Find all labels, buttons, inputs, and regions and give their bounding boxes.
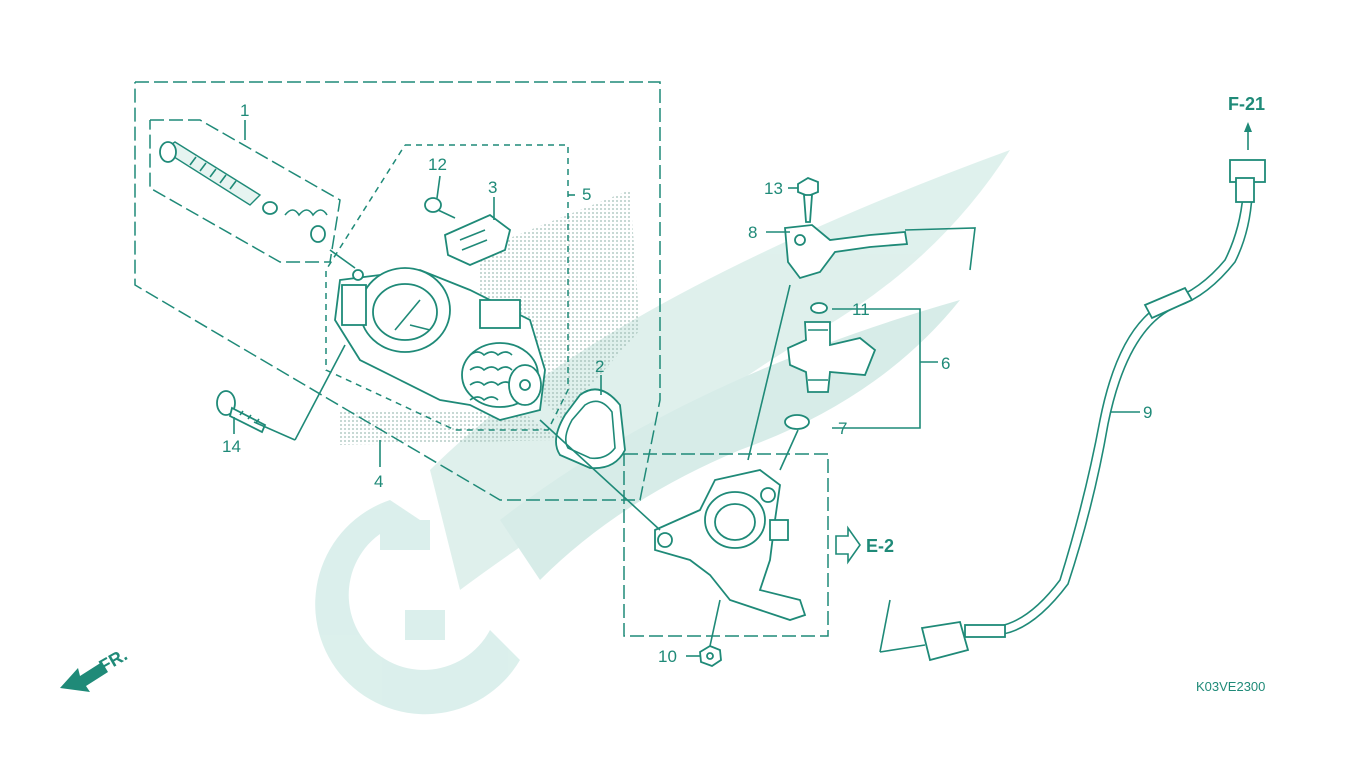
nut-10 xyxy=(699,644,722,668)
callout-11: 11 xyxy=(852,300,870,319)
diagram-code: K03VE2300 xyxy=(1196,679,1265,694)
leader-lines xyxy=(233,120,1252,657)
callout-8: 8 xyxy=(748,223,757,242)
seal-7 xyxy=(784,414,810,430)
callout-6: 6 xyxy=(941,354,950,373)
front-arrow-icon xyxy=(60,662,108,692)
bolt-14 xyxy=(216,390,267,434)
callout-12: 12 xyxy=(428,155,447,174)
fuel-pipe-8 xyxy=(784,224,909,280)
throttle-body xyxy=(334,267,546,421)
screw-12 xyxy=(424,197,456,219)
o-ring-11 xyxy=(810,302,828,314)
ref-top-label: F-21 xyxy=(1228,94,1265,114)
sub-harness-9 xyxy=(920,159,1266,662)
throttle-cable-bracket xyxy=(444,213,512,266)
callout-9: 9 xyxy=(1143,403,1152,422)
callout-2: 2 xyxy=(595,357,604,376)
group-box-5 xyxy=(325,144,569,431)
idle-screw-assembly xyxy=(159,141,328,243)
gasket-2 xyxy=(555,388,626,470)
group-box-1 xyxy=(149,119,341,263)
group-box-4 xyxy=(134,81,661,501)
callout-13: 13 xyxy=(764,179,783,198)
callout-1: 1 xyxy=(240,101,249,120)
callout-7: 7 xyxy=(838,419,847,438)
bolt-13 xyxy=(797,176,819,223)
ref-right-label: E-2 xyxy=(866,536,894,556)
callout-5: 5 xyxy=(582,185,591,204)
group-box-10 xyxy=(623,453,829,637)
callout-10: 10 xyxy=(658,647,677,666)
intake-manifold xyxy=(654,469,807,621)
callout-3: 3 xyxy=(488,178,497,197)
ref-arrow-icon xyxy=(835,525,861,565)
callout-14: 14 xyxy=(222,437,241,456)
callout-4: 4 xyxy=(374,472,383,491)
injector-6 xyxy=(787,321,877,393)
